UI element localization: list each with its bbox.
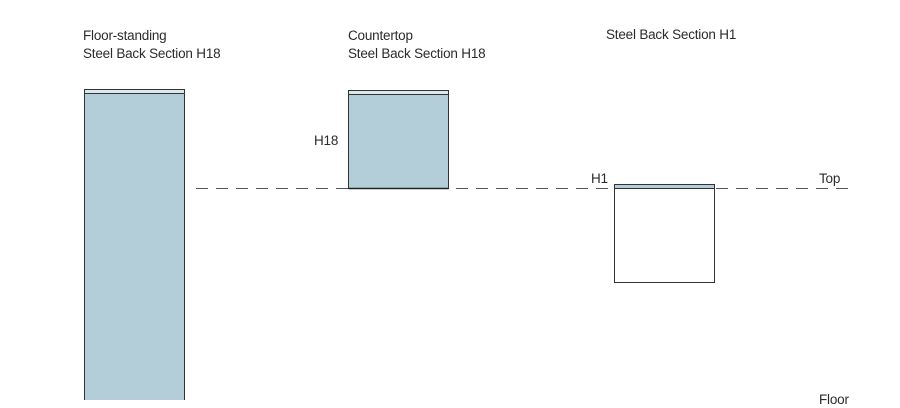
floor-label: Floor [819,392,849,407]
floor-standing-title-line2: Steel Back Section H18 [83,46,221,61]
countertop-body [348,90,449,189]
countertop-section [348,90,449,190]
h1-section [614,184,715,283]
floor-standing-cap [84,89,185,94]
floor-standing-title-line1: Floor-standing [83,28,167,43]
h1-height-label: H1 [591,171,608,186]
h1-cap [614,184,715,189]
h1-body [614,184,715,283]
h1-title: Steel Back Section H1 [606,26,736,44]
floor-standing-title: Floor-standing Steel Back Section H18 [83,27,221,63]
countertop-cap [348,90,449,95]
countertop-height-label: H18 [314,133,339,148]
countertop-title-line1: Countertop [348,28,413,43]
floor-standing-section [84,89,185,400]
countertop-title-line2: Steel Back Section H18 [348,46,486,61]
floor-standing-body [84,89,185,400]
countertop-title: Countertop Steel Back Section H18 [348,27,486,63]
top-label: Top [819,171,841,186]
h1-title-line2: Steel Back Section H1 [606,27,737,42]
